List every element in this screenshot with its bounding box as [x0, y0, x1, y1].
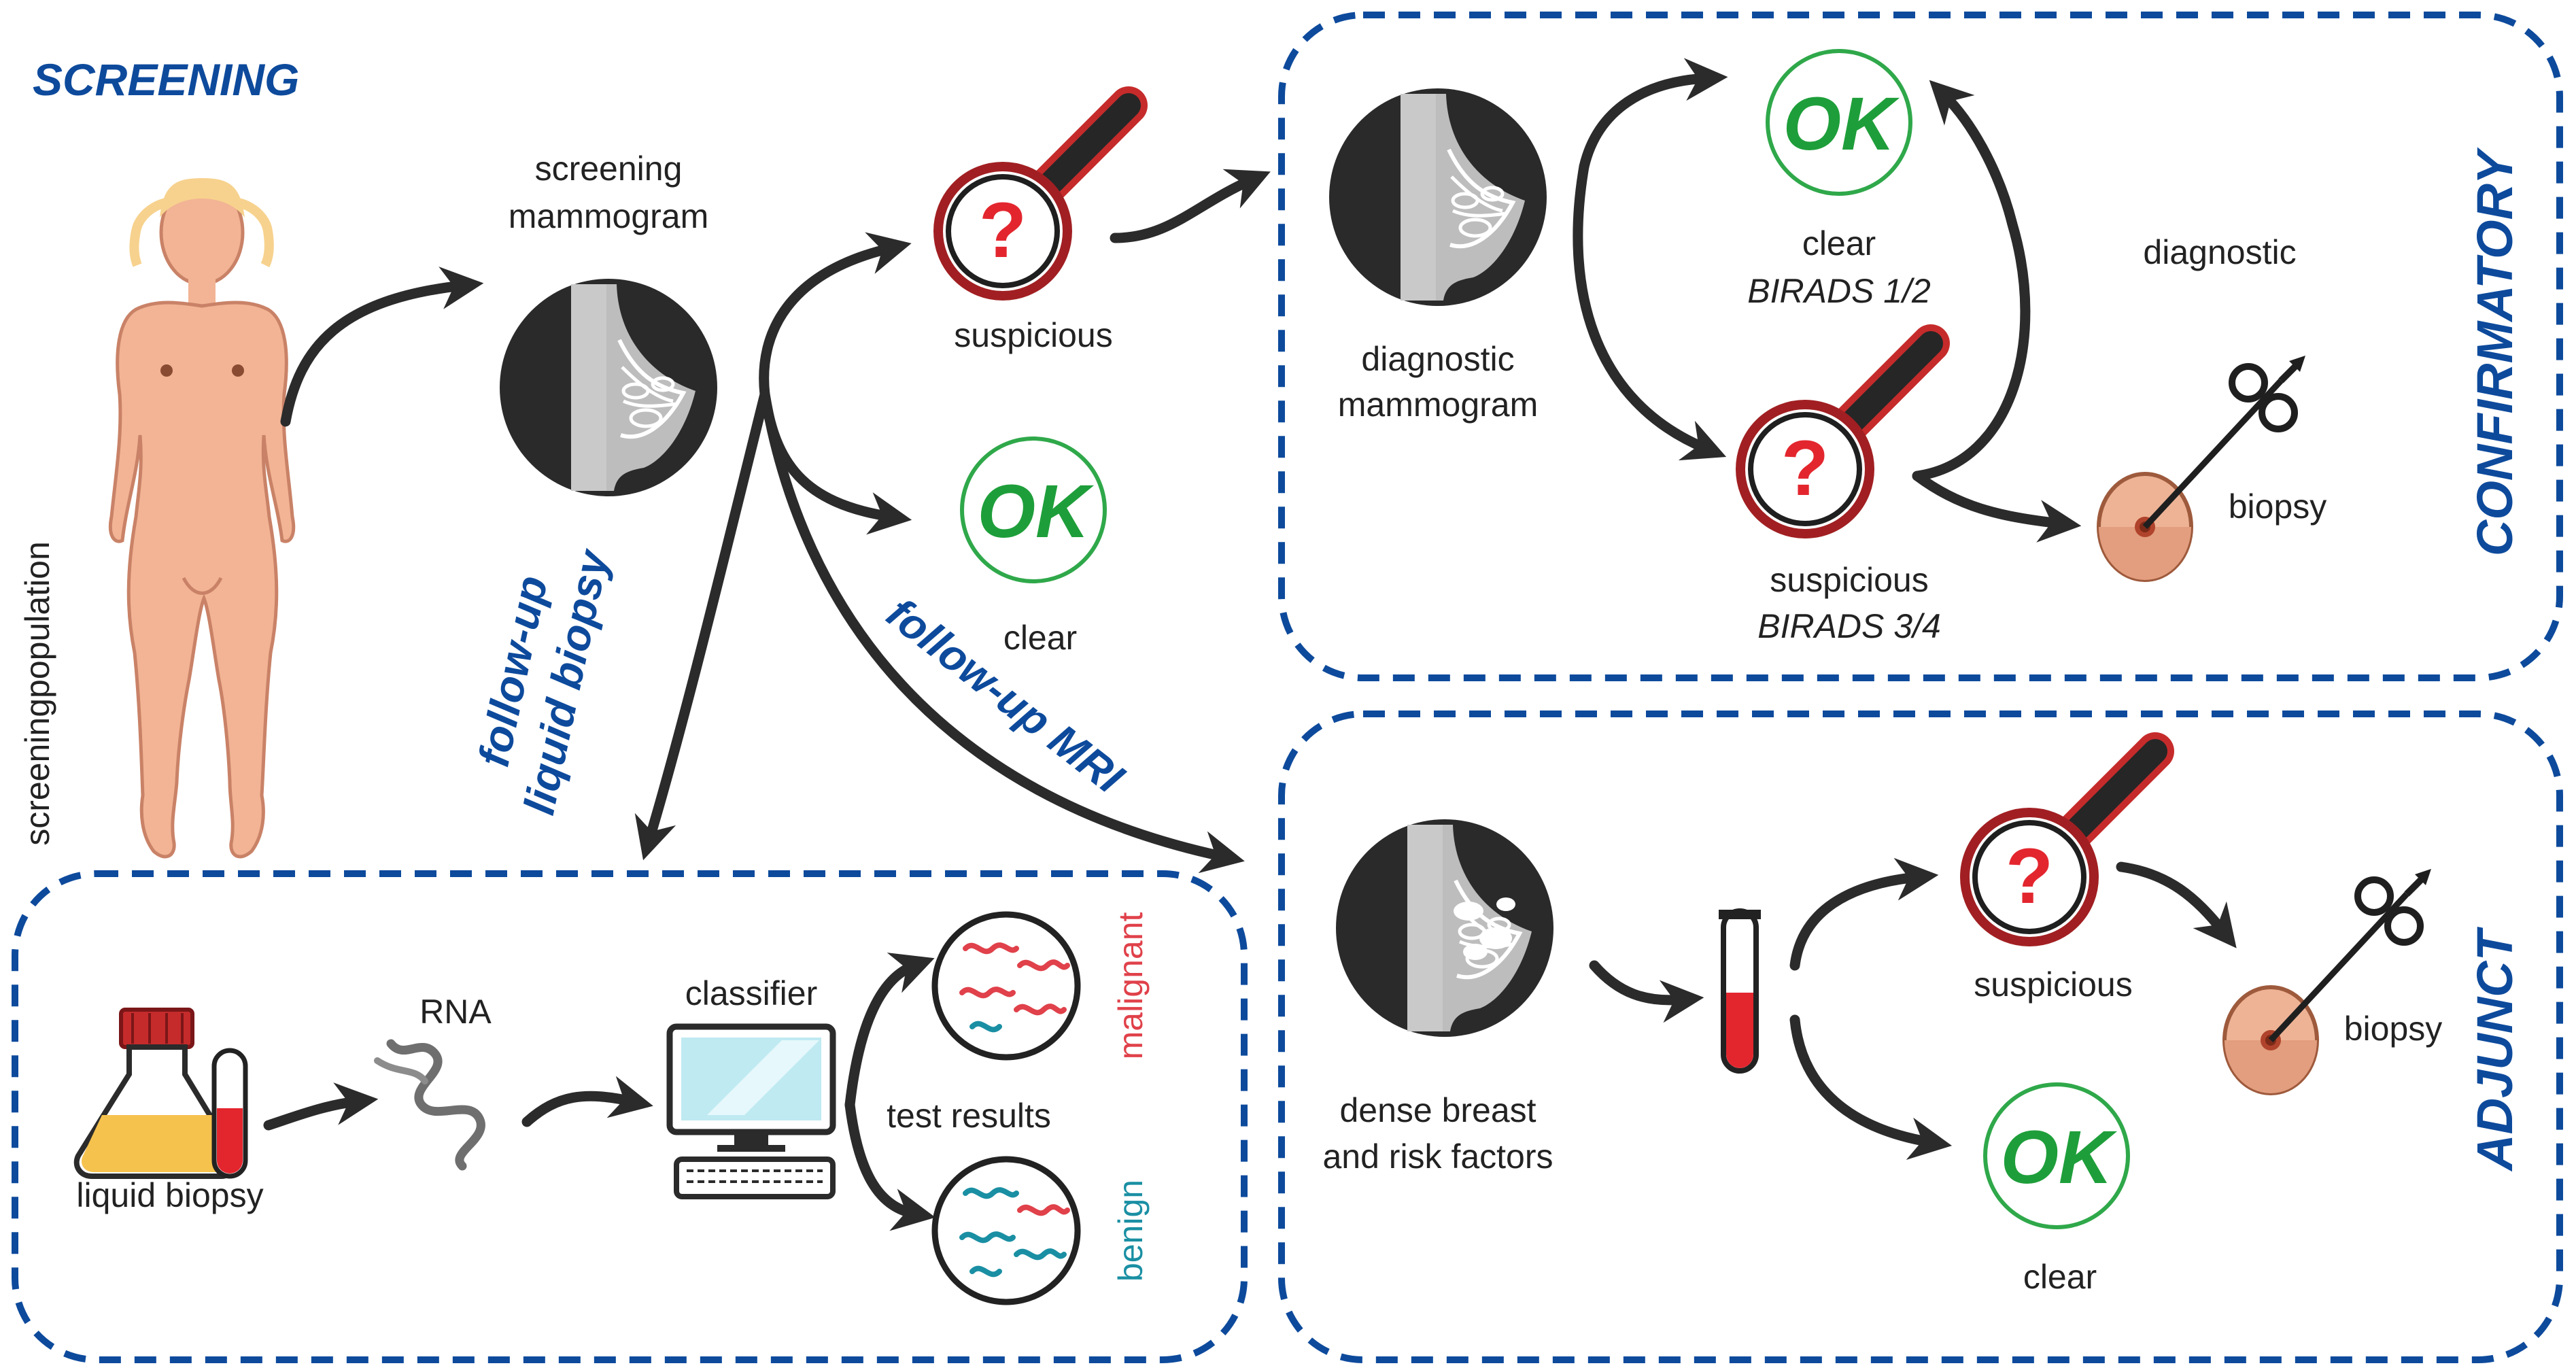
confirmatory-section-title: CONFIRMATORY [2467, 147, 2523, 556]
confirm-question-icon: ? [1781, 425, 1829, 512]
confirmatory-box [1278, 12, 2563, 681]
diagnostic-mammogram-label-2: mammogram [1338, 386, 1538, 424]
screening-question-icon: ? [979, 187, 1027, 274]
screening-section-title: SCREENING [33, 54, 299, 105]
followup-liquid-label: follow-up liquid biopsy [469, 544, 619, 819]
adjunct-suspicious-label: suspicious [1974, 965, 2132, 1004]
arrow-to-blood-tube [1589, 960, 1704, 1023]
dense-breast-mammogram-icon [1336, 819, 1553, 1037]
arrow-to-suspicious [759, 232, 912, 400]
arrow-to-rna [263, 1082, 379, 1131]
arrow-to-adjunct-biopsy [2116, 861, 2237, 948]
adjunct-ok-icon: OK [2001, 1116, 2118, 1199]
sample-tube-icon [211, 1048, 248, 1179]
confirm-clear-label: clear [1802, 224, 1876, 262]
screening-ok-icon: OK [978, 470, 1095, 553]
screening-clear-label: clear [1003, 619, 1077, 657]
arrow-to-adjunct-clear [1789, 1014, 1953, 1160]
arrow-to-screening-mammogram [280, 267, 484, 427]
screening-suspicious-magnifier-icon [938, 105, 1129, 296]
adjunct-box [1278, 710, 2563, 1363]
screening-mammogram-label-2: mammogram [509, 197, 708, 235]
arrow-followup-mri [759, 389, 1245, 874]
arrow-to-clear [759, 389, 912, 535]
arrow-to-classifier [521, 1076, 653, 1127]
screening-mammogram-icon [500, 279, 717, 496]
benign-dish-icon [931, 1156, 1081, 1305]
confirm-biopsy-label: biopsy [2229, 487, 2327, 526]
adjunct-biopsy-icon [2225, 869, 2431, 1093]
confirm-biopsy-icon [2099, 356, 2305, 580]
arrow-to-confirm-suspicious [1573, 161, 1727, 461]
confirm-ok-icon: OK [1783, 82, 1901, 166]
flask-icon [73, 1008, 239, 1179]
rna-label: RNA [419, 993, 492, 1031]
screening-population-label: screeningpopulation [18, 541, 56, 846]
malignant-dish-icon [931, 911, 1081, 1061]
arrow-followup-liquid [634, 389, 770, 861]
adjunct-clear-label: clear [2023, 1258, 2097, 1296]
confirm-suspicious-magnifier-icon [1740, 343, 1931, 534]
adjunct-question-icon: ? [2006, 833, 2053, 920]
liquid-biopsy-box [12, 870, 1248, 1363]
dense-breast-label-2: and risk factors [1322, 1137, 1553, 1176]
computer-icon [666, 1023, 836, 1199]
arrow-to-confirmatory [1110, 169, 1271, 243]
benign-label: benign [1112, 1180, 1150, 1282]
adjunct-suspicious-magnifier-icon [1965, 751, 2155, 942]
malignant-label: malignant [1112, 912, 1150, 1059]
woman-figure-icon [109, 178, 296, 859]
liquid-biopsy-sample-label: liquid biopsy [76, 1176, 263, 1214]
dense-tissue-icon [1454, 897, 1515, 960]
arrow-to-adjunct-suspicious [1789, 857, 1939, 971]
blood-tube-icon [1719, 908, 1761, 1074]
test-results-label: test results [887, 1097, 1051, 1135]
confirm-suspicious-birads: BIRADS 3/4 [1757, 607, 1941, 645]
arrow-to-malignant [844, 953, 935, 1110]
arrow-to-confirm-biopsy [1912, 470, 2082, 543]
screening-mammogram-label-1: screening [535, 150, 683, 188]
adjunct-section-title: ADJUNCT [2467, 926, 2523, 1171]
arrow-to-benign [844, 1099, 935, 1231]
diagnostic-mammogram-label-1: diagnostic [1361, 340, 1514, 378]
diagnostic-mammogram-icon [1329, 88, 1547, 306]
confirm-clear-birads: BIRADS 1/2 [1747, 272, 1931, 310]
diagnostic-label: diagnostic [2143, 233, 2296, 271]
arrow-to-confirm-clear [1579, 58, 1728, 172]
confirm-suspicious-label: suspicious [1770, 561, 1928, 599]
adjunct-biopsy-label: biopsy [2344, 1010, 2443, 1048]
screening-suspicious-label: suspicious [954, 316, 1112, 354]
dense-breast-label-1: dense breast [1339, 1091, 1536, 1129]
rna-strand-icon [374, 1039, 485, 1171]
arrow-diagnostic-loop [1912, 80, 2031, 481]
classifier-label: classifier [685, 974, 817, 1012]
